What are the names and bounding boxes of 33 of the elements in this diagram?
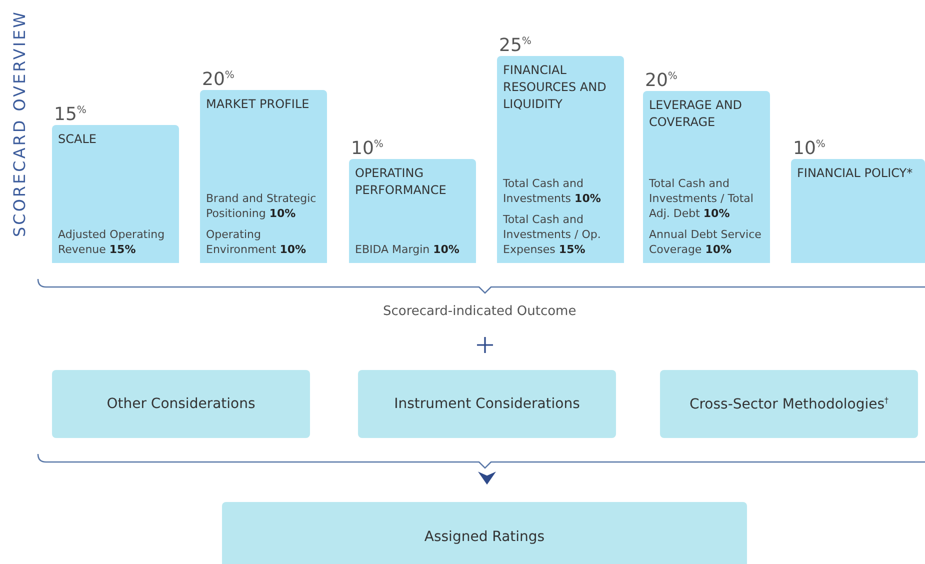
consideration-box: Other Considerations [52,370,310,438]
arrow [478,472,496,485]
factor-heading: FINANCIAL RESOURCES AND LIQUIDITY [503,62,608,113]
weight-label: 20$^{%}$ [645,69,678,91]
sub-factor-text: Total Cash and Investments / Total Adj. Debt 10% [649,176,754,221]
sub-factor-text: Brand and Strategic Positioning 10% [206,191,318,221]
sub-factor-text: Total Cash and Investments 10% [503,176,602,206]
factor-heading: SCALE [58,131,98,148]
factor-heading: LEVERAGE AND COVERAGE [649,97,744,131]
factor-bar [200,90,327,263]
sub-factor-text: Total Cash and Investments / Op. Expenses 15% [503,212,602,257]
factor-bar [52,125,179,263]
factor-heading: MARKET PROFILE [206,96,310,113]
outcome-label: Scorecard-indicated Outcome [383,304,576,319]
weight-label: 25$^{%}$ [499,34,532,56]
weight-label: 20$^{%}$ [202,68,234,90]
sub-factor-text: Operating Environment 10% [206,227,308,257]
result-box: Assigned Ratings [222,502,747,564]
factor-bar [643,91,770,263]
consideration-box: Cross-Sector Methodologies$^{†}$ [660,370,918,438]
weight-label: 15$^{%}$ [54,103,86,125]
sub-factor-text: Annual Debt Service Coverage 10% [649,227,762,257]
factor-heading: FINANCIAL POLICY* [797,165,914,182]
sub-factor-text: Adjusted Operating Revenue 15% [58,227,166,257]
factor-bar [349,159,476,263]
vertical-heading: SCORECARD OVERVIEW [10,10,29,237]
factor-heading: OPERATING PERFORMANCE [355,165,448,199]
weight-label: 10$^{%}$ [793,137,826,159]
consideration-box: Instrument Considerations [358,370,616,438]
sub-factor-text: EBIDA Margin 10% [355,242,460,257]
weight-label: 10$^{%}$ [351,137,384,159]
factor-bar [497,56,624,263]
factor-bar [791,159,925,263]
